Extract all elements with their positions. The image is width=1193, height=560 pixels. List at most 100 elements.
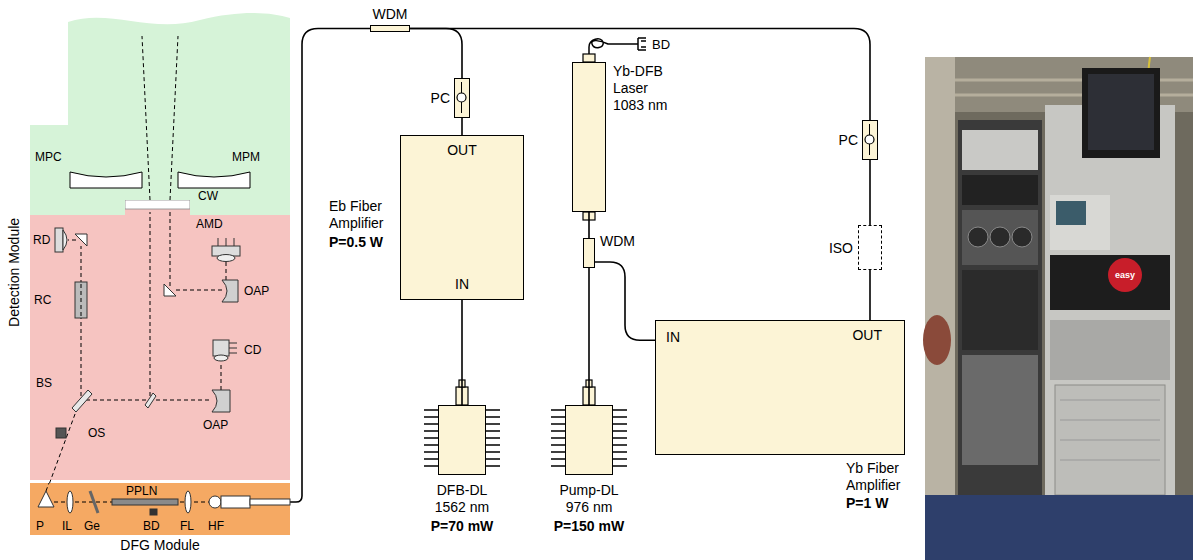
lab-photo bbox=[1012, 227, 1032, 247]
part-label: RD bbox=[33, 233, 50, 247]
part-label: RC bbox=[34, 293, 51, 307]
optical-components bbox=[55, 228, 240, 438]
multipass-mirror bbox=[70, 172, 250, 188]
component-name: DFB-DL 1562 nm bbox=[427, 482, 497, 516]
beam-path bbox=[176, 290, 222, 291]
fiber-connection bbox=[410, 29, 870, 121]
power-value: P=150 mW bbox=[554, 518, 624, 535]
part-label: HF bbox=[208, 519, 224, 533]
part-label: PPLN bbox=[126, 484, 157, 498]
optical-components bbox=[72, 390, 92, 412]
optical-isolator: ISO bbox=[858, 225, 882, 270]
optical-components bbox=[164, 284, 176, 296]
detection-optics bbox=[30, 209, 290, 480]
multipass-mirror bbox=[178, 172, 250, 188]
lab-photo bbox=[1055, 385, 1165, 495]
diode-heat-sink bbox=[551, 410, 565, 466]
part-label: BD bbox=[143, 519, 160, 533]
lab-photo bbox=[1050, 255, 1170, 310]
part-label: BS bbox=[36, 376, 52, 390]
optical-components bbox=[217, 255, 235, 262]
part-label: BD bbox=[652, 37, 670, 53]
optical-components bbox=[213, 340, 229, 356]
port-label: IN bbox=[666, 329, 680, 346]
lab-photo bbox=[923, 57, 1193, 560]
part-label: Ge bbox=[84, 519, 100, 533]
optical-components bbox=[209, 496, 221, 508]
optical-components bbox=[214, 355, 228, 361]
optical-components bbox=[112, 499, 178, 505]
lab-photo bbox=[958, 120, 1042, 500]
part-label: MPC bbox=[35, 150, 62, 164]
laser-diode-chip: Pump-DL 976 nmP=150 mW bbox=[565, 405, 613, 475]
polarization-controller: PC bbox=[862, 120, 878, 160]
beam-dump-fiber bbox=[638, 38, 646, 50]
multipass-cell-region: MPC bbox=[30, 0, 290, 215]
part-label: OAP bbox=[244, 284, 269, 298]
optical-components bbox=[38, 491, 290, 515]
optical-components bbox=[63, 230, 67, 250]
detection-module-region: Detection Module bbox=[30, 200, 290, 480]
fiber-amplifier-box: OUTINYb Fiber AmplifierP=1 W bbox=[655, 320, 905, 455]
diode-heat-sink bbox=[424, 410, 438, 466]
lab-photo bbox=[962, 210, 1038, 265]
part-label: MPM bbox=[232, 150, 260, 164]
optical-components bbox=[222, 280, 238, 302]
lab-photo bbox=[923, 315, 951, 365]
fiber-connection bbox=[410, 29, 462, 79]
lab-photo bbox=[1056, 201, 1086, 225]
lab-photo bbox=[1050, 195, 1110, 250]
component-name: PC bbox=[431, 90, 450, 107]
beam-path bbox=[46, 483, 49, 491]
diode-heat-sink bbox=[613, 410, 627, 466]
polarization-controller: PC bbox=[454, 78, 470, 118]
lab-photo bbox=[968, 227, 988, 247]
lab-photo bbox=[990, 227, 1010, 247]
beam-path bbox=[47, 406, 78, 490]
beam-path bbox=[142, 36, 150, 200]
beam-path bbox=[68, 240, 76, 241]
lab-photo bbox=[1082, 68, 1160, 158]
part-label: AMD bbox=[196, 217, 223, 231]
optical-components bbox=[67, 491, 73, 513]
dfg-optics bbox=[30, 483, 290, 535]
fiber-connection bbox=[869, 160, 871, 225]
detection-optics bbox=[125, 200, 190, 209]
fiber-connection bbox=[461, 300, 463, 405]
wdm-coupler: WDM bbox=[370, 25, 410, 32]
beam-dump-fiber bbox=[589, 39, 638, 54]
controller-symbol bbox=[457, 93, 466, 102]
part-label: IL bbox=[62, 519, 72, 533]
component-name: WDM bbox=[373, 6, 408, 23]
seed-laser-box: Yb-DFB Laser 1083 nm bbox=[572, 62, 606, 212]
part-label: FL bbox=[180, 519, 194, 533]
lab-photo bbox=[1045, 105, 1175, 525]
optical-components bbox=[221, 496, 250, 508]
lab-photo bbox=[925, 57, 955, 500]
optical-components bbox=[56, 428, 66, 438]
power-value: P=70 mW bbox=[431, 518, 494, 535]
lab-photo bbox=[1108, 258, 1142, 292]
wdm-coupler: WDM bbox=[583, 238, 595, 268]
optical-components bbox=[90, 491, 98, 513]
controller-symbol bbox=[863, 121, 876, 158]
beam-path bbox=[150, 212, 151, 396]
optical-components bbox=[75, 234, 87, 246]
controller-symbol bbox=[455, 79, 468, 116]
part-label: OS bbox=[88, 426, 105, 440]
beam-dump-fiber bbox=[589, 38, 646, 54]
module-name: Detection Module bbox=[6, 217, 23, 326]
fiber-connection bbox=[595, 262, 655, 340]
module-name: DFG Module bbox=[120, 537, 199, 554]
part-label: CD bbox=[244, 343, 261, 357]
lab-photo bbox=[1050, 320, 1170, 380]
optical-components bbox=[185, 491, 191, 513]
beam-path bbox=[47, 212, 226, 490]
optical-components bbox=[229, 343, 237, 353]
power-value: P=0.5 W bbox=[329, 234, 383, 251]
optical-components bbox=[38, 491, 54, 507]
beam-path bbox=[170, 36, 178, 200]
component-name: PC bbox=[839, 132, 858, 149]
fiber-connection bbox=[588, 268, 590, 405]
